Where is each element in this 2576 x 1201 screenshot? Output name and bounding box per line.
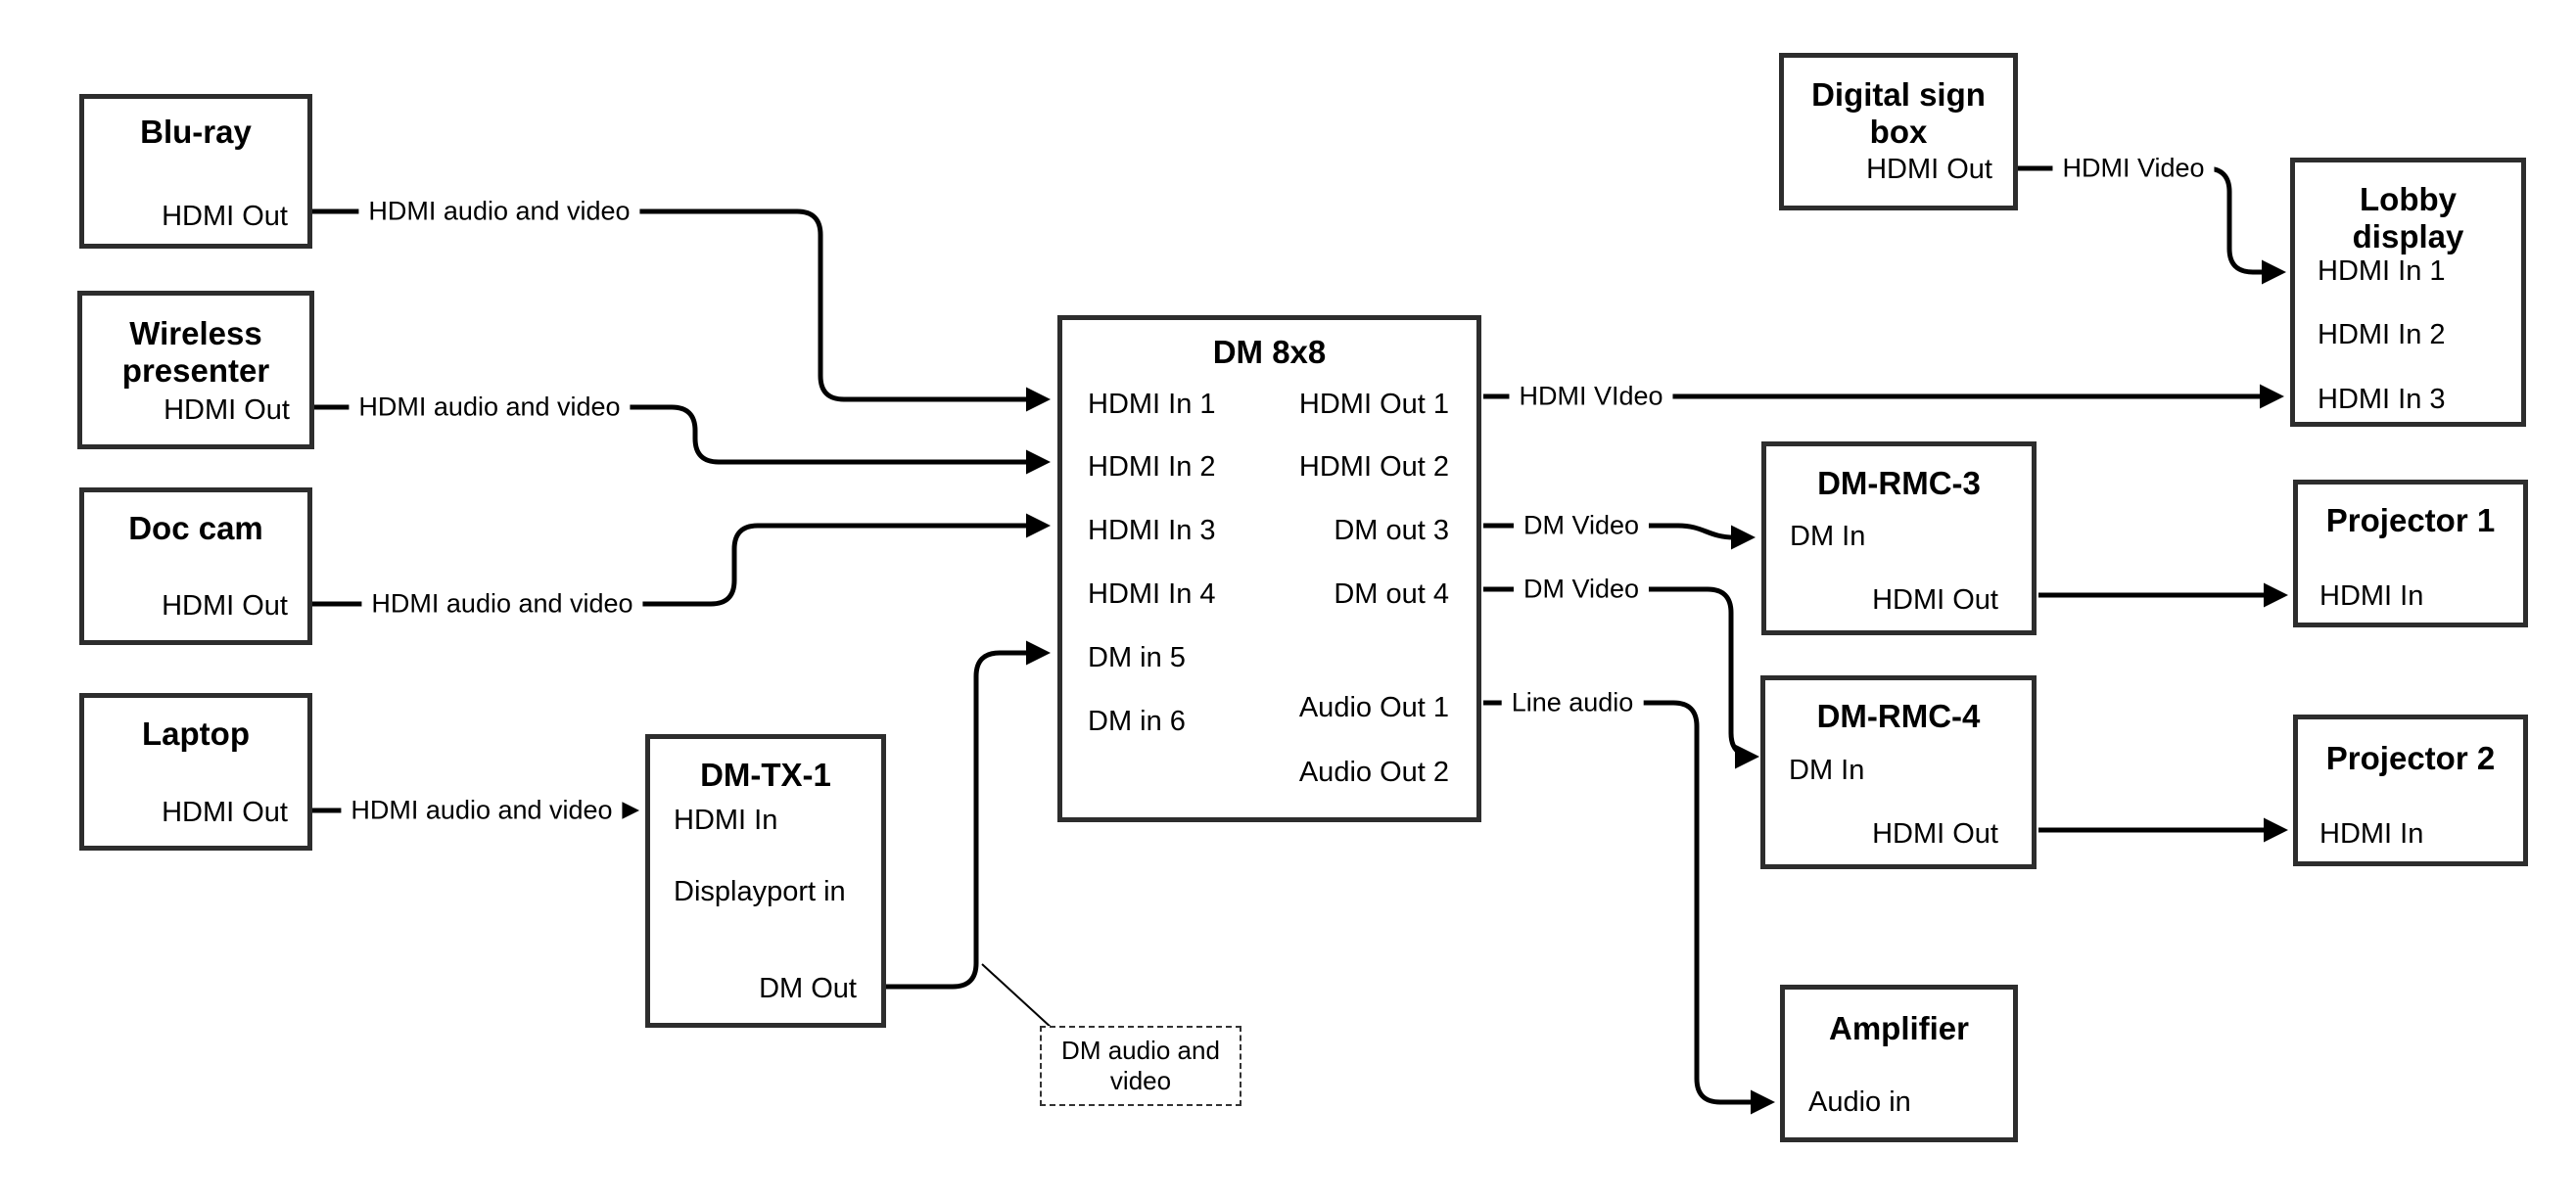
port-dm8x8-dm-in-6: DM in 6 (1088, 706, 1186, 737)
node-dmrmc4-title: DM-RMC-4 (1816, 698, 1981, 734)
node-bluray-title: Blu-ray (140, 114, 252, 150)
edge-label-wireless: HDMI audio and video (349, 392, 631, 423)
node-projector1: Projector 1 HDMI In (2293, 480, 2528, 627)
port-dm8x8-audio-out-1: Audio Out 1 (1298, 692, 1449, 723)
node-projector2-title: Projector 2 (2325, 740, 2496, 776)
node-lobby-display-title: Lobby display (2352, 181, 2464, 254)
edge-label-bluray: HDMI audio and video (358, 196, 640, 227)
port-dm8x8-hdmi-in-4: HDMI In 4 (1088, 578, 1216, 610)
port-dm8x8-hdmi-in-3: HDMI In 3 (1088, 515, 1216, 546)
port-wireless-hdmi-out: HDMI Out (164, 394, 290, 426)
edge-label-laptop: HDMI audio and video (341, 795, 623, 826)
port-dmrmc3-dm-in: DM In (1790, 521, 1866, 552)
node-dmrmc4: DM-RMC-4 DM In HDMI Out (1760, 675, 2037, 869)
node-wireless-presenter-title: Wireless presenter (121, 315, 270, 389)
node-projector2: Projector 2 HDMI In (2293, 715, 2528, 866)
node-lobby-display: Lobby display HDMI In 1 HDMI In 2 HDMI I… (2290, 158, 2526, 427)
edge-label-line-audio: Line audio (1501, 687, 1644, 718)
port-dmrmc3-hdmi-out: HDMI Out (1872, 584, 1998, 616)
node-doc-cam: Doc cam HDMI Out (79, 487, 312, 645)
port-amplifier-audio-in: Audio in (1808, 1086, 1911, 1118)
node-dmtx1: DM-TX-1 HDMI In Displayport in DM Out (645, 734, 886, 1028)
connector-dmout3-to-dmrmc3 (1483, 523, 1756, 550)
connector-digitalsign-to-lobby-hdmi-in-1 (2018, 165, 2286, 285)
connector-doccam-to-hdmi-in-3 (312, 513, 1051, 607)
port-dm8x8-hdmi-in-2: HDMI In 2 (1088, 451, 1216, 483)
connector-dmout4-to-dmrmc4 (1483, 586, 1759, 769)
edge-label-doccam: HDMI audio and video (361, 588, 643, 620)
port-dmrmc4-hdmi-out: HDMI Out (1872, 818, 1998, 850)
port-doccam-hdmi-out: HDMI Out (162, 590, 288, 622)
port-dm8x8-dm-out-3: DM out 3 (1334, 515, 1449, 546)
port-dm8x8-hdmi-out-2: HDMI Out 2 (1298, 451, 1449, 483)
node-dm8x8: DM 8x8 HDMI In 1 HDMI In 2 HDMI In 3 HDM… (1057, 315, 1481, 822)
port-dm8x8-dm-in-5: DM in 5 (1088, 642, 1186, 673)
node-doc-cam-title: Doc cam (128, 510, 263, 546)
port-dmtx1-displayport-in: Displayport in (674, 876, 846, 907)
node-laptop: Laptop HDMI Out (79, 693, 312, 851)
port-projector2-hdmi-in: HDMI In (2319, 818, 2424, 850)
port-dm8x8-hdmi-in-1: HDMI In 1 (1088, 389, 1216, 420)
note-callout-line (981, 963, 1054, 1030)
port-dmrmc4-dm-in: DM In (1789, 755, 1865, 786)
port-bluray-hdmi-out: HDMI Out (162, 201, 288, 232)
node-laptop-title: Laptop (142, 716, 250, 752)
edge-label-dm-video-out4: DM Video (1513, 574, 1650, 605)
connector-bluray-to-hdmi-in-1 (312, 208, 1051, 412)
node-dmtx1-title: DM-TX-1 (700, 757, 831, 793)
port-digitalsign-hdmi-out: HDMI Out (1866, 154, 1992, 185)
node-digital-sign-box-title: Digital sign box (1811, 76, 1986, 150)
edge-label-dm-video-out3: DM Video (1513, 510, 1650, 541)
note-dm-audio-and-video: DM audio and video (1040, 1026, 1241, 1106)
port-dm8x8-audio-out-2: Audio Out 2 (1298, 757, 1449, 788)
connector-audioout1-to-amplifier (1483, 700, 1775, 1115)
node-dm8x8-title: DM 8x8 (1212, 334, 1327, 370)
node-dmrmc3-title: DM-RMC-3 (1817, 465, 1981, 501)
node-amplifier: Amplifier Audio in (1780, 985, 2018, 1142)
connector-wireless-to-hdmi-in-2 (314, 404, 1051, 475)
port-lobby-hdmi-in-1: HDMI In 1 (2318, 255, 2446, 287)
node-digital-sign-box: Digital sign box HDMI Out (1779, 53, 2018, 210)
node-amplifier-title: Amplifier (1828, 1010, 1970, 1046)
connector-dmtx1-to-dm-in-5 (884, 640, 1051, 990)
node-bluray: Blu-ray HDMI Out (79, 94, 312, 249)
port-lobby-hdmi-in-2: HDMI In 2 (2318, 319, 2446, 350)
port-dm8x8-dm-out-4: DM out 4 (1334, 578, 1449, 610)
port-dmtx1-hdmi-in: HDMI In (674, 805, 778, 836)
port-dmtx1-dm-out: DM Out (759, 973, 857, 1004)
port-laptop-hdmi-out: HDMI Out (162, 797, 288, 828)
node-projector1-title: Projector 1 (2325, 502, 2496, 538)
edge-label-hdmi-video-out1: HDMI VIdeo (1509, 381, 1673, 412)
node-dmrmc3: DM-RMC-3 DM In HDMI Out (1761, 441, 2037, 635)
node-wireless-presenter: Wireless presenter HDMI Out (77, 291, 314, 449)
port-lobby-hdmi-in-3: HDMI In 3 (2318, 384, 2446, 415)
port-dm8x8-hdmi-out-1: HDMI Out 1 (1298, 389, 1449, 420)
edge-label-hdmi-video-sign: HDMI Video (2052, 153, 2215, 184)
port-projector1-hdmi-in: HDMI In (2319, 580, 2424, 612)
